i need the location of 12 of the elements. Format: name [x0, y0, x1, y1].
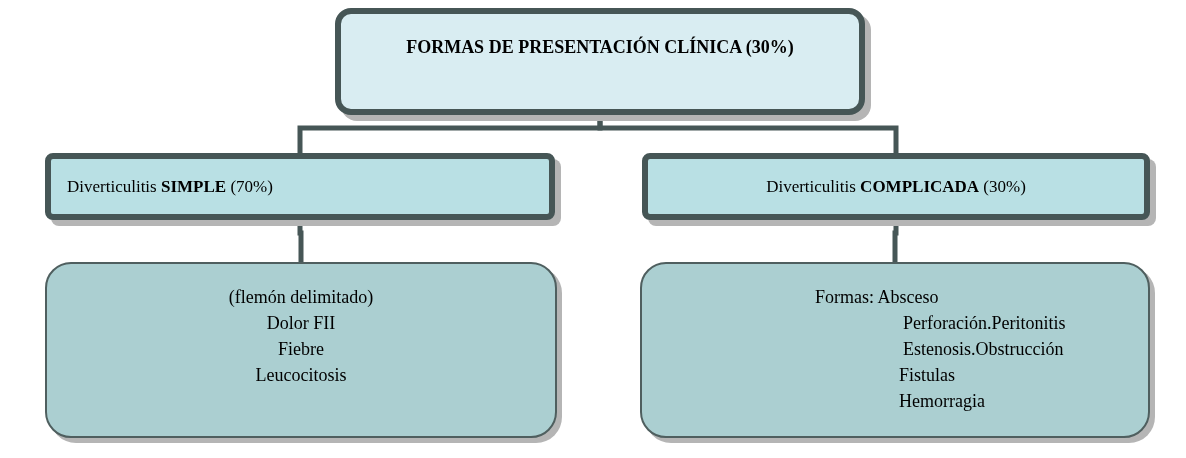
node-text: Perforación.Peritonitis	[903, 312, 1066, 335]
node-text: Leucocitosis	[255, 364, 347, 387]
node-text: Hemorragia	[899, 390, 985, 413]
node-text: (flemón delimitado)	[228, 286, 374, 309]
node-text: Estenosis.Obstrucción	[903, 338, 1064, 361]
node-text: Formas: Absceso	[815, 286, 939, 309]
node-text: Diverticulitis COMPLICADA (30%)	[766, 175, 1026, 198]
node-text: FORMAS DE PRESENTACIÓN CLÍNICA (30%)	[406, 35, 794, 59]
node-text: Dolor FII	[266, 312, 336, 335]
node-text: Diverticulitis SIMPLE (70%)	[67, 175, 273, 198]
node-text: Fiebre	[278, 338, 324, 361]
node-text: Fistulas	[899, 364, 955, 387]
